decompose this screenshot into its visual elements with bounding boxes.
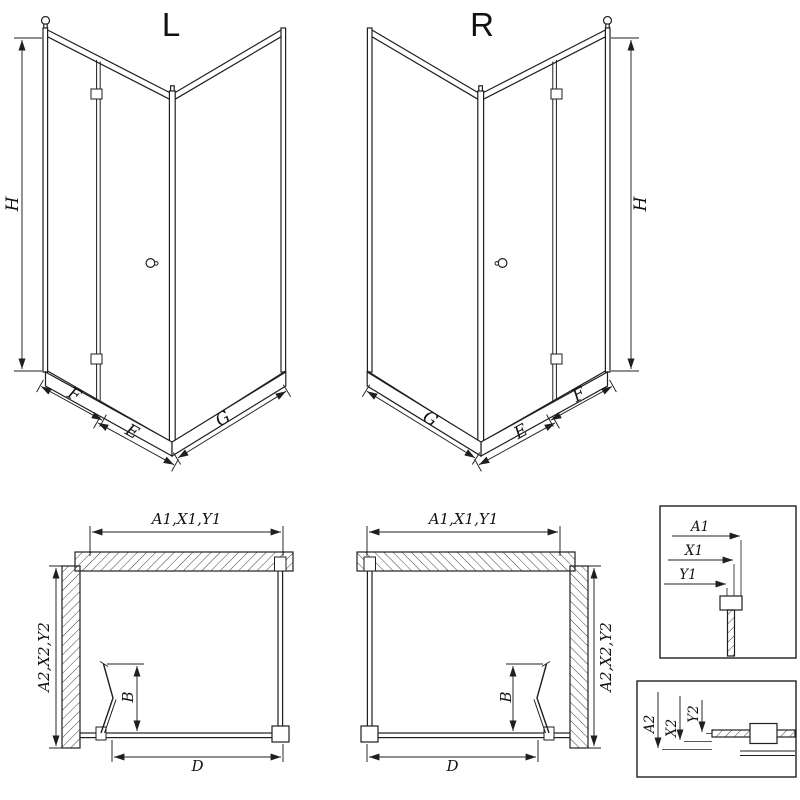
detail-a2-label: A2 [642, 715, 658, 735]
plan-door-width-label-right: D [445, 757, 458, 775]
plan-door-width-label-left: D [190, 757, 203, 775]
plan-fold-label-right: B [497, 691, 515, 703]
right-plan-view [357, 526, 601, 762]
wall-profile-detail-top [659, 505, 797, 659]
detail-top-frame [659, 505, 797, 659]
detail-y2-label: Y2 [686, 705, 702, 723]
plan-fold-label-left: B [119, 691, 137, 703]
detail-x2-label: X2 [664, 719, 680, 738]
detail-top-dimension-arrows [664, 532, 742, 598]
plan-depth-label-right: A2,X2,Y2 [597, 622, 615, 694]
detail-top-profile [719, 595, 743, 611]
floor-profile-detail-bottom [636, 680, 797, 778]
left-3d-view [14, 17, 291, 472]
dim-h-label-right: H [631, 195, 651, 212]
detail-bottom-tray-edge [740, 750, 795, 756]
detail-bottom-dimension-arrows [654, 692, 712, 750]
variant-r-label: R [470, 6, 494, 43]
plan-depth-label-left: A2,X2,Y2 [35, 622, 53, 694]
left-plan-view [49, 526, 293, 762]
plan-width-label-right: A1,X1,Y1 [427, 510, 499, 528]
dim-h-label-left: H [3, 195, 23, 212]
variant-l-label: L [162, 6, 180, 43]
detail-a1-label: A1 [689, 519, 709, 535]
detail-y1-label: Y1 [679, 567, 697, 583]
detail-top-glass-section [726, 609, 736, 657]
right-3d-view [362, 17, 639, 472]
detail-x1-label: X1 [684, 543, 703, 559]
plan-width-label-left: A1,X1,Y1 [150, 510, 222, 528]
detail-bottom-profile [749, 722, 778, 745]
labels: L H F E G R H F E G A1,X1,Y1 A2,X2,Y2 B … [3, 6, 709, 775]
detail-bottom-frame [636, 680, 797, 778]
